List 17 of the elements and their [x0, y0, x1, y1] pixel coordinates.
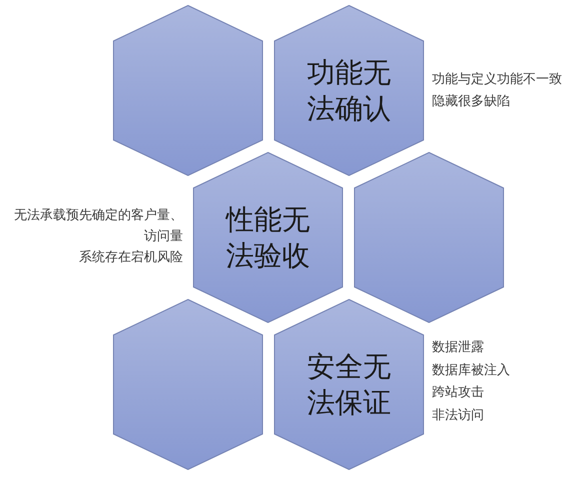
side-note: 数据泄露 [432, 339, 484, 357]
side-note: 非法访问 [432, 406, 484, 424]
side-note: 数据库被注入 [432, 362, 510, 380]
side-note: 无法承载预先确定的客户量、访问量 [13, 207, 183, 246]
hexagon-label: 性能无法验收 [224, 202, 311, 274]
hexagon-label: 功能无法确认 [306, 54, 392, 126]
hexagon [274, 299, 424, 470]
side-note: 隐藏很多缺陷 [432, 93, 510, 111]
side-note: 系统存在宕机风险 [79, 249, 183, 267]
hexagon [193, 152, 343, 323]
side-note: 跨站攻击 [432, 384, 484, 402]
hexagon-label: 安全无法保证 [306, 348, 392, 420]
hexagon [354, 152, 504, 323]
side-note: 功能与定义功能不一致 [432, 71, 562, 89]
hexagon [274, 5, 424, 176]
hexagon [113, 5, 263, 176]
hexagon [113, 299, 263, 470]
